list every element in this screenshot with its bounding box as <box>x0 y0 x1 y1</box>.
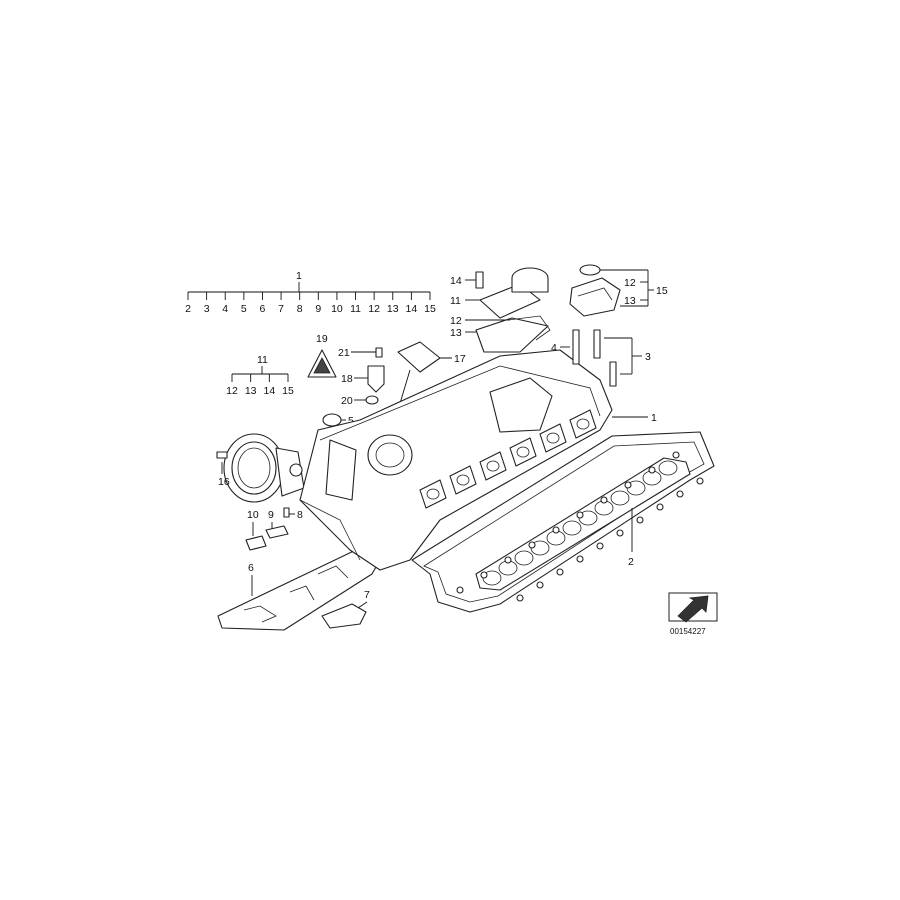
bolt-3a-icon <box>593 329 601 359</box>
label-set-11: 11 <box>257 354 268 366</box>
bolt-14-icon <box>475 271 484 289</box>
label-18: 18 <box>341 373 353 385</box>
direction-arrow-icon <box>677 595 709 623</box>
separator-group: 14 11 12 13 <box>450 267 551 353</box>
bolt-16-icon <box>216 451 228 459</box>
label-12: 12 <box>450 315 462 327</box>
label-3: 3 <box>645 351 651 363</box>
index-label: 11 <box>350 303 361 315</box>
oring-20-icon <box>365 395 379 405</box>
reference-box: 00154227 <box>668 592 718 636</box>
bolt-3b-icon <box>609 361 617 387</box>
label-main-1: 1 <box>296 270 302 282</box>
label-11: 11 <box>450 295 461 307</box>
screw-21-icon <box>375 347 383 358</box>
cover-17-icon <box>397 341 441 373</box>
index-bar-11: 11 12 13 14 15 <box>226 354 294 397</box>
index-label: 2 <box>185 303 191 315</box>
label-4: 4 <box>551 342 557 354</box>
set11-label: 15 <box>282 385 294 397</box>
label-16: 16 <box>218 476 230 488</box>
set11-label: 14 <box>263 385 275 397</box>
cover-7: 7 <box>321 589 370 629</box>
label-12-right: 12 <box>624 277 636 289</box>
throttle-housing: 16 <box>216 433 305 503</box>
oring-12-icon <box>579 264 601 276</box>
label-1-cover: 1 <box>651 412 657 424</box>
label-20: 20 <box>341 395 353 407</box>
index-label: 9 <box>315 303 321 315</box>
index-label: 7 <box>278 303 284 315</box>
regulator-group: 12 13 15 <box>569 264 668 317</box>
gasket-2: 2 <box>411 431 715 613</box>
cap-5-icon <box>322 413 342 427</box>
sensor-18-icon <box>367 365 385 393</box>
label-14: 14 <box>450 275 462 287</box>
label-2: 2 <box>628 556 634 568</box>
index-label: 15 <box>424 303 436 315</box>
callouts-sensor-group: 21 18 20 5 17 <box>322 341 466 451</box>
label-13-right: 13 <box>624 295 636 307</box>
label-21: 21 <box>338 347 350 359</box>
label-6: 6 <box>248 562 254 574</box>
index-label: 6 <box>260 303 266 315</box>
index-label: 12 <box>368 303 380 315</box>
index-label: 13 <box>387 303 399 315</box>
reference-number: 00154227 <box>670 627 706 636</box>
label-5: 5 <box>348 415 354 427</box>
index-label: 8 <box>297 303 303 315</box>
screw-group: 4 3 <box>551 329 651 387</box>
set11-label: 12 <box>226 385 238 397</box>
warning-label-19: 19 <box>307 333 337 378</box>
index-label: 10 <box>331 303 343 315</box>
bracket-9-icon <box>265 525 289 539</box>
index-label: 3 <box>204 303 210 315</box>
label-15-right: 15 <box>656 285 668 297</box>
valve-cover: 1 <box>299 349 657 571</box>
label-17: 17 <box>454 353 466 365</box>
index-label: 14 <box>406 303 418 315</box>
label-19: 19 <box>316 333 328 345</box>
label-9: 9 <box>268 509 274 521</box>
label-10: 10 <box>247 509 259 521</box>
label-7: 7 <box>364 589 370 601</box>
index-label: 5 <box>241 303 247 315</box>
bolt-8-icon <box>283 507 290 518</box>
stud-4-icon <box>572 329 580 365</box>
bracket-group: 10 9 8 <box>245 507 303 551</box>
label-13: 13 <box>450 327 462 339</box>
set11-label: 13 <box>245 385 257 397</box>
label-8: 8 <box>297 509 303 521</box>
index-label: 4 <box>222 303 228 315</box>
bracket-10-icon <box>245 535 267 551</box>
